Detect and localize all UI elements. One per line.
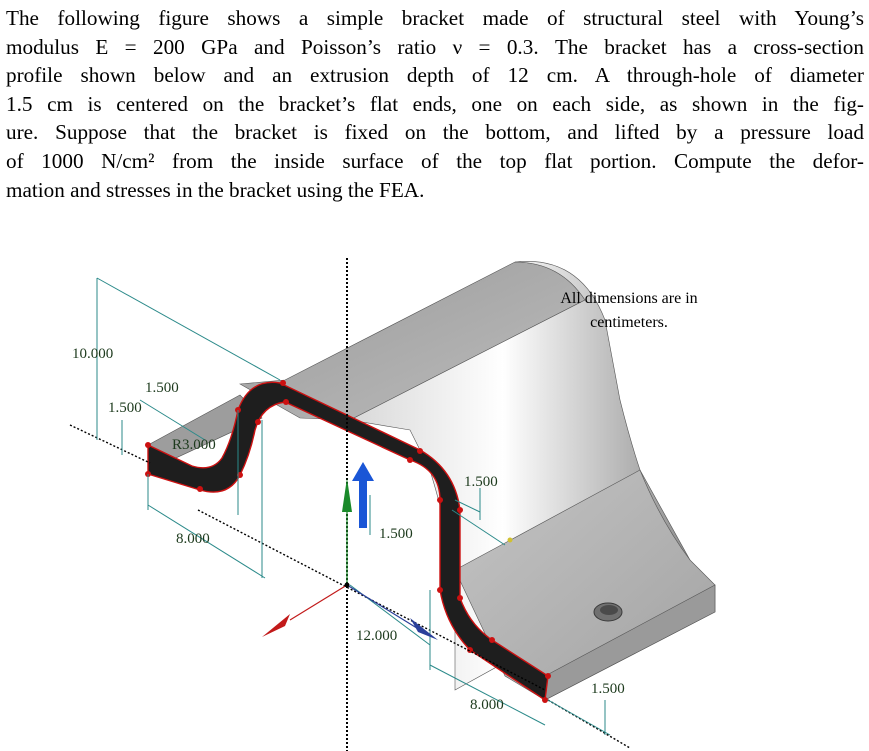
units-note-line2: centimeters. — [590, 314, 668, 331]
problem-line: The following figure shows a simple brac… — [6, 6, 864, 30]
z-axis-arrow-icon — [410, 618, 438, 640]
dim-right-flange: 1.500 — [464, 474, 498, 490]
units-note-line1: All dimensions are in — [560, 290, 697, 307]
dim-bottom-thick: 1.500 — [591, 681, 625, 697]
dim-thick-top: 1.500 — [145, 380, 179, 396]
problem-statement: The following figure shows a simple brac… — [6, 4, 864, 204]
dim-thick-left: 1.500 — [108, 400, 142, 416]
dim-height: 10.000 — [72, 346, 113, 362]
dim-left-width: 8.000 — [176, 531, 210, 547]
coordinate-triad — [262, 478, 438, 640]
left-dashed-baseline — [69, 424, 151, 464]
problem-line: ure. Suppose that the bracket is fixed o… — [6, 120, 864, 145]
through-hole-inner — [600, 605, 618, 615]
bottom-dashed-baseline — [197, 509, 546, 691]
bracket-body — [147, 261, 716, 701]
y-axis-arrow-icon — [342, 478, 352, 512]
reference-point-marker — [507, 537, 513, 543]
dim-depth: 12.000 — [356, 628, 397, 644]
dim-radius: R3.000 — [172, 437, 216, 453]
x-axis-arrow-icon — [262, 614, 290, 637]
problem-line: profile shown below and an extrusion dep… — [6, 63, 864, 88]
dim-mid-width: 1.500 — [379, 526, 413, 542]
problem-line: modulus E = 200 GPa and Poisson’s ratio … — [6, 34, 864, 59]
dim-bottom-width: 8.000 — [470, 697, 504, 713]
pressure-load-arrow-icon — [352, 462, 374, 528]
dimension-lines — [96, 277, 611, 736]
problem-line: of 1000 N/cm² from the inside surface of… — [6, 148, 864, 173]
problem-line: mation and stresses in the bracket using… — [6, 177, 425, 202]
problem-line: 1.5 cm is centered on the bracket’s flat… — [6, 91, 864, 116]
